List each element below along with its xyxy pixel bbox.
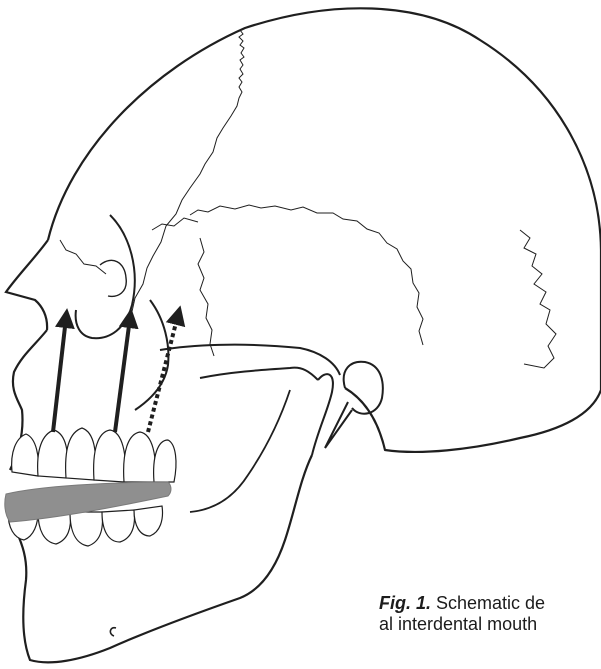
caption-line-1: Fig. 1. Schematic de (379, 593, 601, 614)
caption-text-1: Schematic de (431, 593, 545, 613)
styloid-process (325, 402, 352, 448)
lambdoid-suture (520, 230, 556, 368)
figure-label: Fig. 1. (379, 593, 431, 613)
coronal-suture (131, 30, 244, 316)
maxilla-lower-outline (200, 368, 318, 380)
forehead-outline (6, 240, 48, 330)
upper-teeth (12, 428, 176, 482)
cranium-outline (48, 8, 601, 452)
caption-line-2: al interdental mouth (379, 614, 601, 635)
anterior-force-arrow (53, 318, 66, 432)
frontal-suture (152, 218, 198, 230)
figure-caption: Fig. 1. Schematic de al interdental mout… (379, 593, 601, 635)
cheek-outline (135, 300, 168, 410)
mastoid-process (344, 362, 383, 414)
orbit-inner (100, 260, 126, 296)
ramus-front (190, 390, 290, 512)
nasal-suture (60, 240, 106, 274)
squamosal-suture (190, 205, 423, 345)
temporal-suture (198, 238, 214, 356)
middle-force-arrow (115, 318, 130, 432)
mental-foramen (110, 628, 116, 636)
posterior-force-arrow (148, 315, 178, 432)
